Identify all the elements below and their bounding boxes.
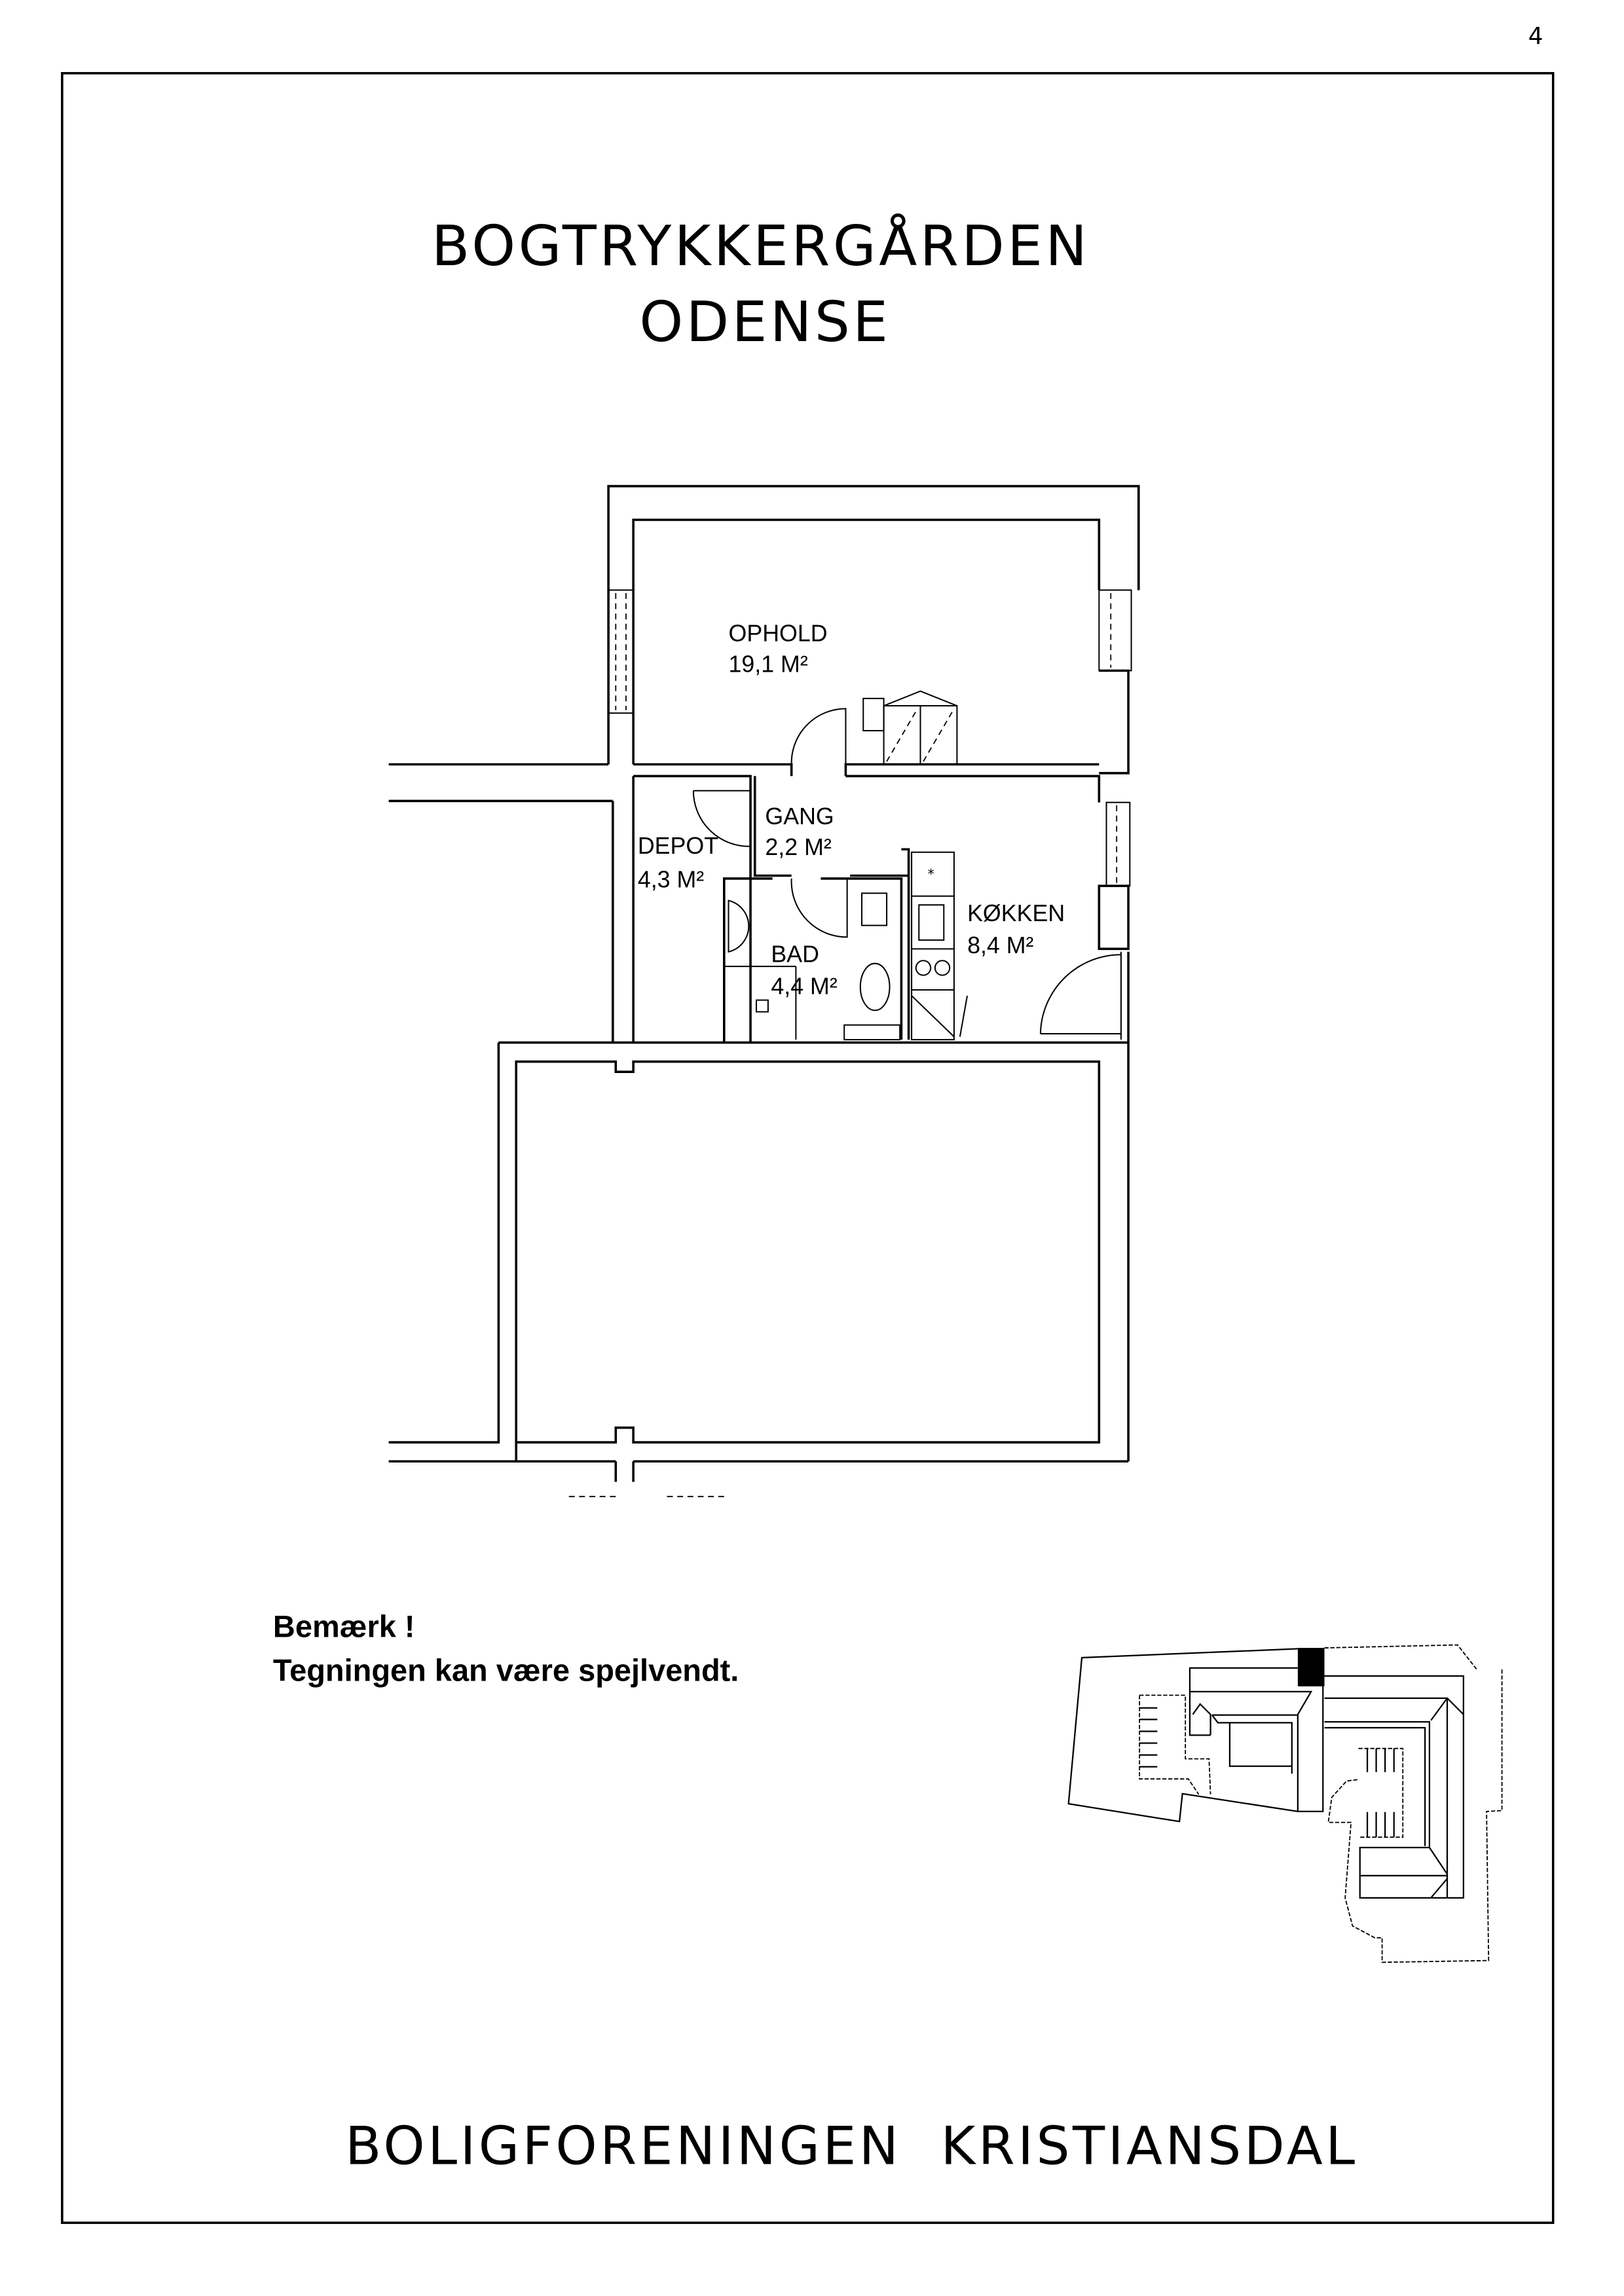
- door-swing: [1039, 954, 1121, 1034]
- kitchen-counter: [911, 851, 955, 1040]
- room-name-depot: DEPOT: [638, 833, 718, 859]
- room-area-bad: 4,4 M²: [771, 974, 837, 1000]
- room-area-kokken: 8,4 M²: [967, 932, 1033, 958]
- page-number-mark: 4: [1528, 23, 1543, 50]
- window: [1098, 589, 1132, 672]
- door-swing: [790, 878, 848, 938]
- window: [1105, 801, 1131, 887]
- room-area-depot: 4,3 M²: [638, 866, 704, 892]
- toilet: [859, 962, 891, 1011]
- apartment-location-marker: [1297, 1648, 1325, 1686]
- note-text: Tegningen kan være spejlvendt.: [273, 1653, 739, 1688]
- site-plan-key-map: [1067, 1644, 1503, 1963]
- window: [608, 589, 635, 714]
- shower-drain: [756, 999, 769, 1013]
- door-swing: [692, 790, 751, 847]
- room-area-ophold: 19,1 M²: [729, 651, 808, 678]
- door-swing: [790, 708, 847, 765]
- room-area-gang: 2,2 M²: [765, 834, 831, 860]
- svg-text:*: *: [928, 866, 934, 882]
- note-heading: Bemærk !: [273, 1609, 415, 1644]
- footer-organization: BOLIGFORENINGEN KRISTIANSDAL: [345, 2115, 1358, 2177]
- building-title: BOGTRYKKERGÅRDEN: [432, 213, 1090, 279]
- room-name-kokken: KØKKEN: [967, 900, 1065, 926]
- room-name-bad: BAD: [771, 941, 819, 967]
- city-subtitle: ODENSE: [639, 290, 891, 355]
- kitchen-sink: [918, 904, 945, 941]
- bath-sink: [728, 900, 750, 953]
- room-name-ophold: OPHOLD: [729, 621, 828, 647]
- page-frame: [61, 72, 1555, 2224]
- room-name-gang: GANG: [765, 803, 834, 829]
- apartment-plan: * OPHOLD 19,1 M² GANG 2,2 M² DEPOT 4,3 M…: [388, 484, 1140, 1497]
